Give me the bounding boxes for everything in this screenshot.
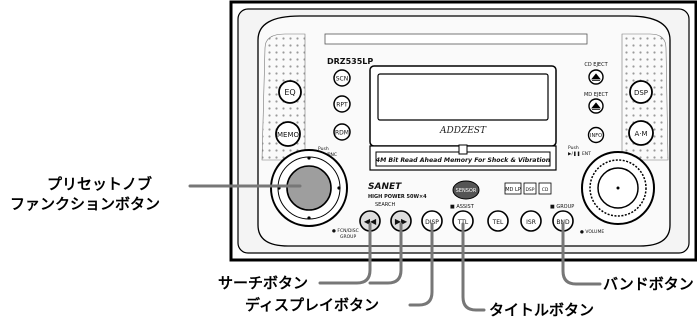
callout-search-button: サーチボタン [218, 274, 309, 292]
tel-button[interactable]: TEL [487, 210, 509, 232]
panel-logo: SANET [368, 182, 402, 192]
svg-text:ISR: ISR [526, 219, 536, 226]
svg-text:■ GROUP: ■ GROUP [550, 204, 574, 210]
dsp-button[interactable]: DSP [629, 80, 653, 104]
svg-text:■ ASSIST: ■ ASSIST [450, 204, 475, 210]
info-button[interactable]: INFO [587, 126, 605, 144]
svg-text:Push: Push [568, 145, 579, 151]
svg-text:MD LP: MD LP [505, 187, 521, 193]
svg-text:EQ: EQ [284, 88, 295, 97]
svg-text:DSP: DSP [525, 187, 534, 193]
callout-title-button: タイトルボタン [489, 301, 595, 319]
slot-text: 4M Bit Read Ahead Memory For Shock & Vib… [376, 156, 551, 164]
preset-knob[interactable] [270, 149, 348, 227]
search-leader-1 [318, 222, 372, 285]
svg-text:● VOLUME: ● VOLUME [580, 229, 604, 235]
svg-text:CD: CD [542, 187, 549, 193]
svg-text:▶/❚❚ ENT: ▶/❚❚ ENT [568, 151, 591, 157]
svg-text:GROUP: GROUP [340, 234, 356, 240]
eq-button[interactable]: EQ [278, 80, 302, 104]
top-slot [324, 33, 588, 45]
svg-text:CD EJECT: CD EJECT [584, 62, 608, 68]
callout-display-button: ディスプレイボタン [245, 296, 379, 314]
eject-icon [591, 102, 601, 110]
svg-text:Push: Push [318, 146, 329, 152]
svg-text:TTL: TTL [457, 219, 469, 226]
bottom-buttons: ◀◀ ▶▶ DISP TTL TEL ISR BND [359, 210, 574, 232]
model-label: DRZ535LP [327, 57, 373, 66]
memo-button[interactable]: MEMO [275, 121, 301, 147]
panel-sub: HIGH POWER 50W×4 [368, 194, 427, 200]
slot-tab [458, 144, 468, 155]
eject-icon [591, 73, 601, 81]
svg-text:SEARCH: SEARCH [375, 202, 395, 208]
scn-button[interactable]: SCN [333, 69, 351, 87]
svg-text:● FCN/DISC: ● FCN/DISC [332, 228, 359, 234]
svg-text:▶▶: ▶▶ [395, 217, 408, 226]
svg-text:◀◀: ◀◀ [364, 217, 377, 226]
callout-preset-knob: プリセットノブ [47, 175, 153, 193]
callout-band-button: バンドボタン [603, 275, 694, 293]
callout-function-button: ファンクションボタン [10, 195, 161, 213]
brand-logo: ADDZEST [439, 126, 487, 136]
svg-text:DSP: DSP [634, 89, 648, 97]
svg-text:RPT: RPT [336, 102, 348, 109]
svg-text:SCN: SCN [336, 76, 349, 83]
display-leader [408, 222, 434, 307]
svg-text:TEL: TEL [492, 219, 504, 226]
am-button[interactable]: A·M [628, 120, 654, 146]
svg-text:MEMO: MEMO [277, 131, 300, 139]
md-eject-button[interactable] [588, 98, 604, 114]
display-screen [377, 73, 549, 121]
search-leader-2 [368, 222, 403, 285]
svg-text:RDM: RDM [335, 130, 349, 137]
leader-lines [188, 184, 602, 312]
rdm-button[interactable]: RDM [333, 123, 351, 141]
cd-eject-button[interactable] [588, 69, 604, 85]
svg-text:SENSOR: SENSOR [456, 188, 477, 194]
ttl-button[interactable]: TTL [452, 210, 474, 232]
sensor-window: SENSOR [452, 180, 480, 200]
isr-button[interactable]: ISR [520, 210, 542, 232]
title-leader [461, 222, 486, 312]
svg-text:BND: BND [556, 219, 570, 226]
band-leader [561, 222, 602, 286]
volume-knob[interactable] [581, 151, 655, 225]
svg-text:A·M: A·M [634, 130, 647, 138]
svg-text:DISP: DISP [425, 219, 439, 226]
badges: MD LP DSP CD [504, 182, 552, 195]
rpt-button[interactable]: RPT [333, 95, 351, 113]
svg-text:INFO: INFO [590, 133, 602, 139]
svg-text:MD EJECT: MD EJECT [584, 92, 609, 98]
